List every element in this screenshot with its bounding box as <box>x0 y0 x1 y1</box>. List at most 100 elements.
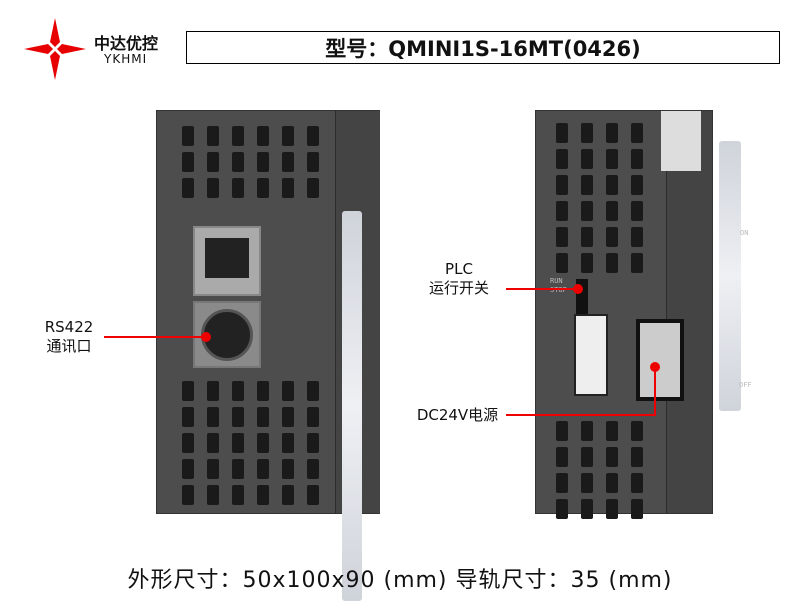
rs485-terminal <box>574 314 608 396</box>
vent-slot <box>606 175 618 195</box>
vent-slot <box>307 126 319 146</box>
run-mark: RUN <box>550 277 563 285</box>
vent-slot <box>606 123 618 143</box>
vent-slot <box>307 381 319 401</box>
callout-line <box>654 366 656 416</box>
vent-slot <box>581 421 593 441</box>
stop-mark: STOP <box>550 286 567 294</box>
vent-slot <box>581 473 593 493</box>
vent-slot <box>631 123 643 143</box>
callout-line <box>506 414 656 416</box>
din-clip <box>719 141 741 411</box>
off-mark: OFF <box>739 381 752 389</box>
vent-slot <box>282 485 294 505</box>
vent-slot <box>207 178 219 198</box>
callout-line <box>104 336 206 338</box>
vent-slot <box>207 152 219 172</box>
vent-slot <box>257 485 269 505</box>
rs422-label: RS422 <box>44 318 94 336</box>
vent-slot <box>207 381 219 401</box>
vent-slot <box>282 152 294 172</box>
brand-name-en: YKHMI <box>104 52 148 66</box>
vent-slot <box>606 447 618 467</box>
vent-slot <box>232 126 244 146</box>
vent-slot <box>182 433 194 453</box>
side-strip <box>666 111 712 513</box>
vent-slot <box>257 407 269 427</box>
vent-slot <box>207 485 219 505</box>
vent-slot <box>581 447 593 467</box>
vent-slot <box>232 381 244 401</box>
vent-slot <box>556 447 568 467</box>
vent-slot <box>307 407 319 427</box>
vent-slot <box>606 253 618 273</box>
vent-slot <box>556 123 568 143</box>
vent-slot <box>182 381 194 401</box>
vent-slot <box>232 485 244 505</box>
run-switch-label-cn: 运行开关 <box>428 279 489 297</box>
plc-side-view: RUN STOP ON OFF <box>535 110 752 519</box>
vent-slot <box>631 473 643 493</box>
vent-slot <box>257 126 269 146</box>
vent-slot <box>631 421 643 441</box>
vent-slot <box>182 126 194 146</box>
vent-slot <box>581 253 593 273</box>
power-terminal <box>636 319 684 401</box>
brand-logo <box>24 18 86 80</box>
vent-slot <box>182 485 194 505</box>
vent-slot <box>581 499 593 519</box>
vent-slot <box>182 178 194 198</box>
vent-slot <box>282 407 294 427</box>
vent-slot <box>207 126 219 146</box>
vent-slot <box>556 473 568 493</box>
rj45-port <box>193 226 261 296</box>
vent-slot <box>232 459 244 479</box>
vent-slot <box>631 175 643 195</box>
vent-slot <box>631 201 643 221</box>
vent-slot <box>207 433 219 453</box>
vent-slot <box>606 227 618 247</box>
vent-slot <box>182 459 194 479</box>
vent-slot <box>556 499 568 519</box>
vent-slot <box>556 253 568 273</box>
vent-slot <box>207 459 219 479</box>
run-switch-label: PLC <box>445 260 473 278</box>
vent-slot <box>257 178 269 198</box>
vent-slot <box>257 152 269 172</box>
vent-slot <box>207 407 219 427</box>
dimensions-text: 外形尺寸：50x100x90 (mm) 导轨尺寸：35 (mm) <box>127 568 673 593</box>
vent-slot <box>257 381 269 401</box>
callout-dot <box>201 332 211 342</box>
rs422-label-cn: 通讯口 <box>46 337 92 355</box>
vent-slot <box>232 152 244 172</box>
vent-slot <box>581 149 593 169</box>
vent-slot <box>282 381 294 401</box>
vent-slot <box>556 175 568 195</box>
on-mark: ON <box>740 229 749 237</box>
vent-slot <box>606 499 618 519</box>
vent-slot <box>307 459 319 479</box>
vent-slot <box>232 178 244 198</box>
vent-slot <box>556 201 568 221</box>
vent-slot <box>556 149 568 169</box>
din-clip <box>342 211 362 601</box>
vent-slot <box>182 152 194 172</box>
vent-slot <box>232 407 244 427</box>
callout-line <box>506 288 578 290</box>
brand-name-cn: 中达优控 <box>94 34 159 53</box>
vent-slot <box>631 253 643 273</box>
vent-slot <box>556 421 568 441</box>
vent-slot <box>307 178 319 198</box>
model-title: 型号：QMINI1S-16MT(0426) <box>186 31 780 64</box>
vent-slot <box>307 433 319 453</box>
vent-slot <box>307 485 319 505</box>
vent-slot <box>282 126 294 146</box>
vent-slot <box>282 459 294 479</box>
plc-front-view <box>156 110 380 601</box>
vent-slot <box>606 473 618 493</box>
vent-slot <box>581 201 593 221</box>
vent-slot <box>606 421 618 441</box>
power-callout: DC24V电源 <box>416 406 499 424</box>
run-switch-callout: PLC 运行开关 <box>414 260 504 298</box>
vent-slot <box>631 447 643 467</box>
